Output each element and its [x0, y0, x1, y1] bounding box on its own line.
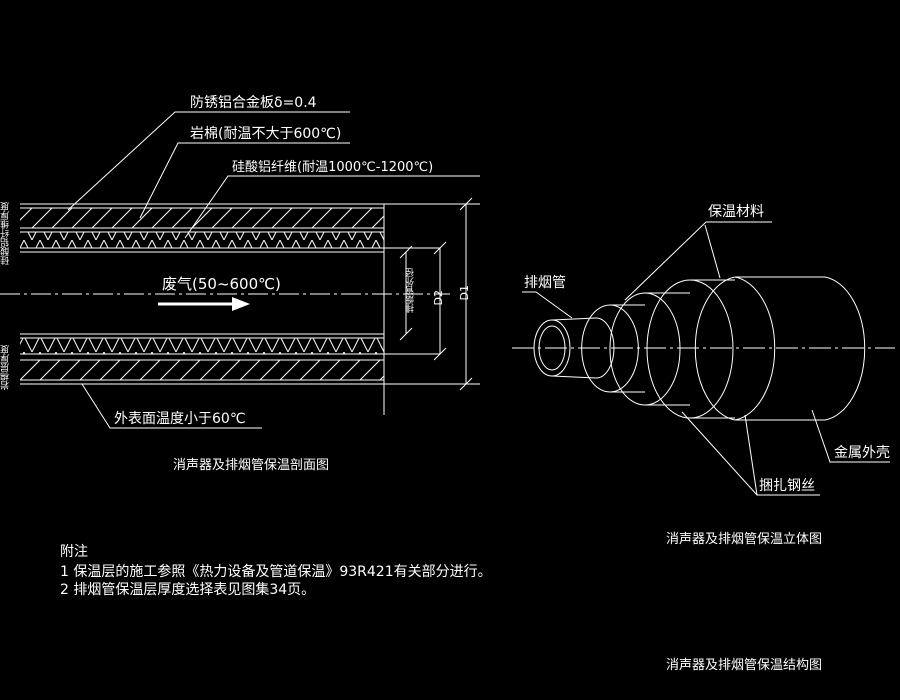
exhaust-pipe [533, 317, 615, 379]
leader-pipe [522, 291, 573, 319]
label-d2: D2 [432, 290, 445, 306]
label-metal-shell: 金属外壳 [834, 445, 890, 461]
top-fiber-layer [20, 232, 384, 248]
inner-insulation-cylinder [581, 304, 645, 393]
label-left-rockwool-thickness: 岩棉层厚度 [1, 345, 11, 390]
bottom-rockwool-layer [20, 360, 384, 380]
notes-line-1: 1 保温层的施工参照《热力设备及管道保温》93R421有关部分进行。 [60, 564, 492, 580]
top-rockwool-layer [20, 208, 384, 228]
fiber-cylinder [609, 292, 690, 406]
iso-caption: 消声器及排烟管保温立体图 [666, 532, 823, 547]
bottom-fiber-layer [20, 338, 384, 354]
leader-wire-2 [744, 414, 758, 496]
main-caption: 消声器及排烟管保温结构图 [666, 658, 823, 673]
label-exhaust-pipe: 排烟管 [524, 275, 566, 291]
label-aluminum-sheet: 防锈铝合金板δ=0.4 [190, 95, 317, 111]
label-rockwool: 岩棉(耐温不大于600℃) [190, 126, 342, 142]
section-view [0, 111, 480, 429]
label-insulation-material: 保温材料 [708, 204, 764, 220]
dimension-lines [399, 197, 473, 391]
flow-arrow [158, 297, 250, 311]
label-d1: D1 [458, 285, 471, 301]
section-outline [20, 203, 480, 415]
notes-title: 附注 [60, 544, 88, 560]
section-caption: 消声器及排烟管保温剖面图 [173, 458, 330, 473]
label-left-fiber-thickness: 硅酸铝纤维厚度 [1, 202, 11, 265]
label-binding-wire: 捆扎钢丝 [759, 478, 815, 494]
label-surface-temp: 外表面温度小于60℃ [114, 411, 246, 427]
iso-view [512, 221, 895, 496]
rockwool-cylinder [646, 279, 735, 419]
leader-shell [811, 409, 890, 463]
leader-insulation [624, 221, 772, 301]
label-pipe-outer-diameter: 排烟管外径 [406, 268, 416, 313]
leader-insulation-2 [704, 224, 721, 279]
label-exhaust-gas: 废气(50~600℃) [162, 275, 281, 293]
leader-lines [67, 111, 480, 429]
metal-shell [694, 276, 866, 421]
notes-line-2: 2 排烟管保温层厚度选择表见图集34页。 [60, 582, 316, 598]
label-fiber: 硅酸铝纤维(耐温1000℃-1200℃) [232, 160, 434, 175]
